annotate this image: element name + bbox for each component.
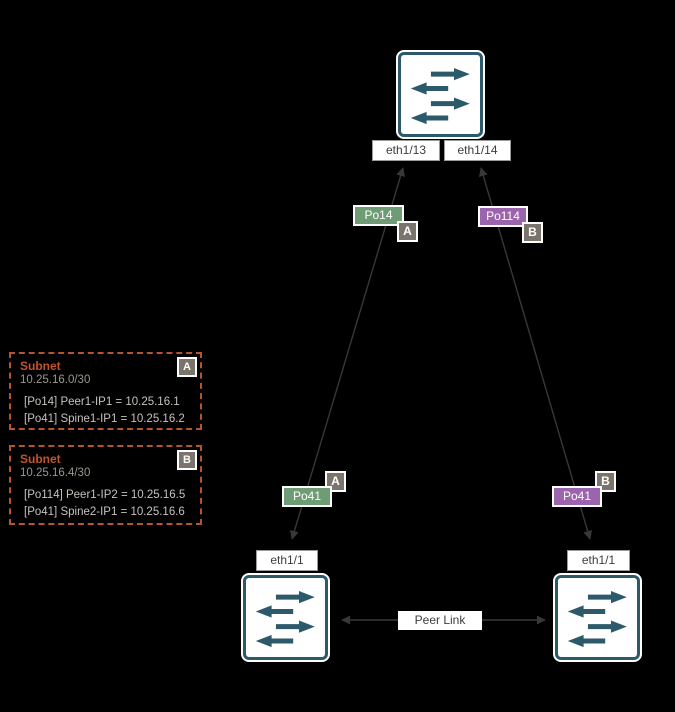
subnet-note-a-cidr: 10.25.16.0/30: [20, 374, 91, 386]
subnet-note-a-entry-1: [Po14] Peer1-IP1 = 10.25.16.1: [24, 396, 180, 408]
switch-arrows-icon: [250, 582, 322, 654]
switch-arrows-icon: [562, 582, 634, 654]
subnet-note-b-cidr: 10.25.16.4/30: [20, 467, 91, 479]
spine-switch-icon: [398, 52, 483, 137]
po14-label: Po14: [353, 205, 404, 226]
po114-label: Po114: [478, 206, 528, 227]
peer1-port-eth1-1: eth1/1: [256, 550, 318, 571]
subnet-note-b-title: Subnet: [20, 452, 61, 466]
subnet-note-a-entry-2: [Po41] Spine1-IP1 = 10.25.16.2: [24, 413, 185, 425]
subnet-note-a-title: Subnet: [20, 359, 61, 373]
subnet-note-a-badge: A: [177, 357, 197, 377]
link-line-spine-peer1: [290, 167, 405, 540]
po41-right-label: Po41: [552, 486, 602, 507]
po41-left-label: Po41: [282, 486, 332, 507]
switch-arrows-icon: [405, 59, 477, 131]
subnet-note-a: A Subnet 10.25.16.0/30 [Po14] Peer1-IP1 …: [9, 352, 202, 430]
subnet-note-b-entry-2: [Po41] Spine2-IP1 = 10.25.16.6: [24, 506, 185, 518]
spine-port-eth1-13: eth1/13: [372, 140, 440, 161]
peer-link-label: Peer Link: [398, 611, 482, 630]
peer2-switch-icon: [555, 575, 640, 660]
peer1-switch-icon: [243, 575, 328, 660]
peer2-port-eth1-1: eth1/1: [567, 550, 630, 571]
subnet-ref-badge-b-top: B: [522, 222, 543, 243]
spine-port-eth1-14: eth1/14: [444, 140, 511, 161]
link-line-spine-peer2: [478, 167, 593, 540]
subnet-ref-badge-a-top: A: [397, 221, 418, 242]
subnet-note-b-badge: B: [177, 450, 197, 470]
subnet-note-b-entry-1: [Po114] Peer1-IP2 = 10.25.16.5: [24, 489, 186, 501]
subnet-note-b: B Subnet 10.25.16.4/30 [Po114] Peer1-IP2…: [9, 445, 202, 525]
